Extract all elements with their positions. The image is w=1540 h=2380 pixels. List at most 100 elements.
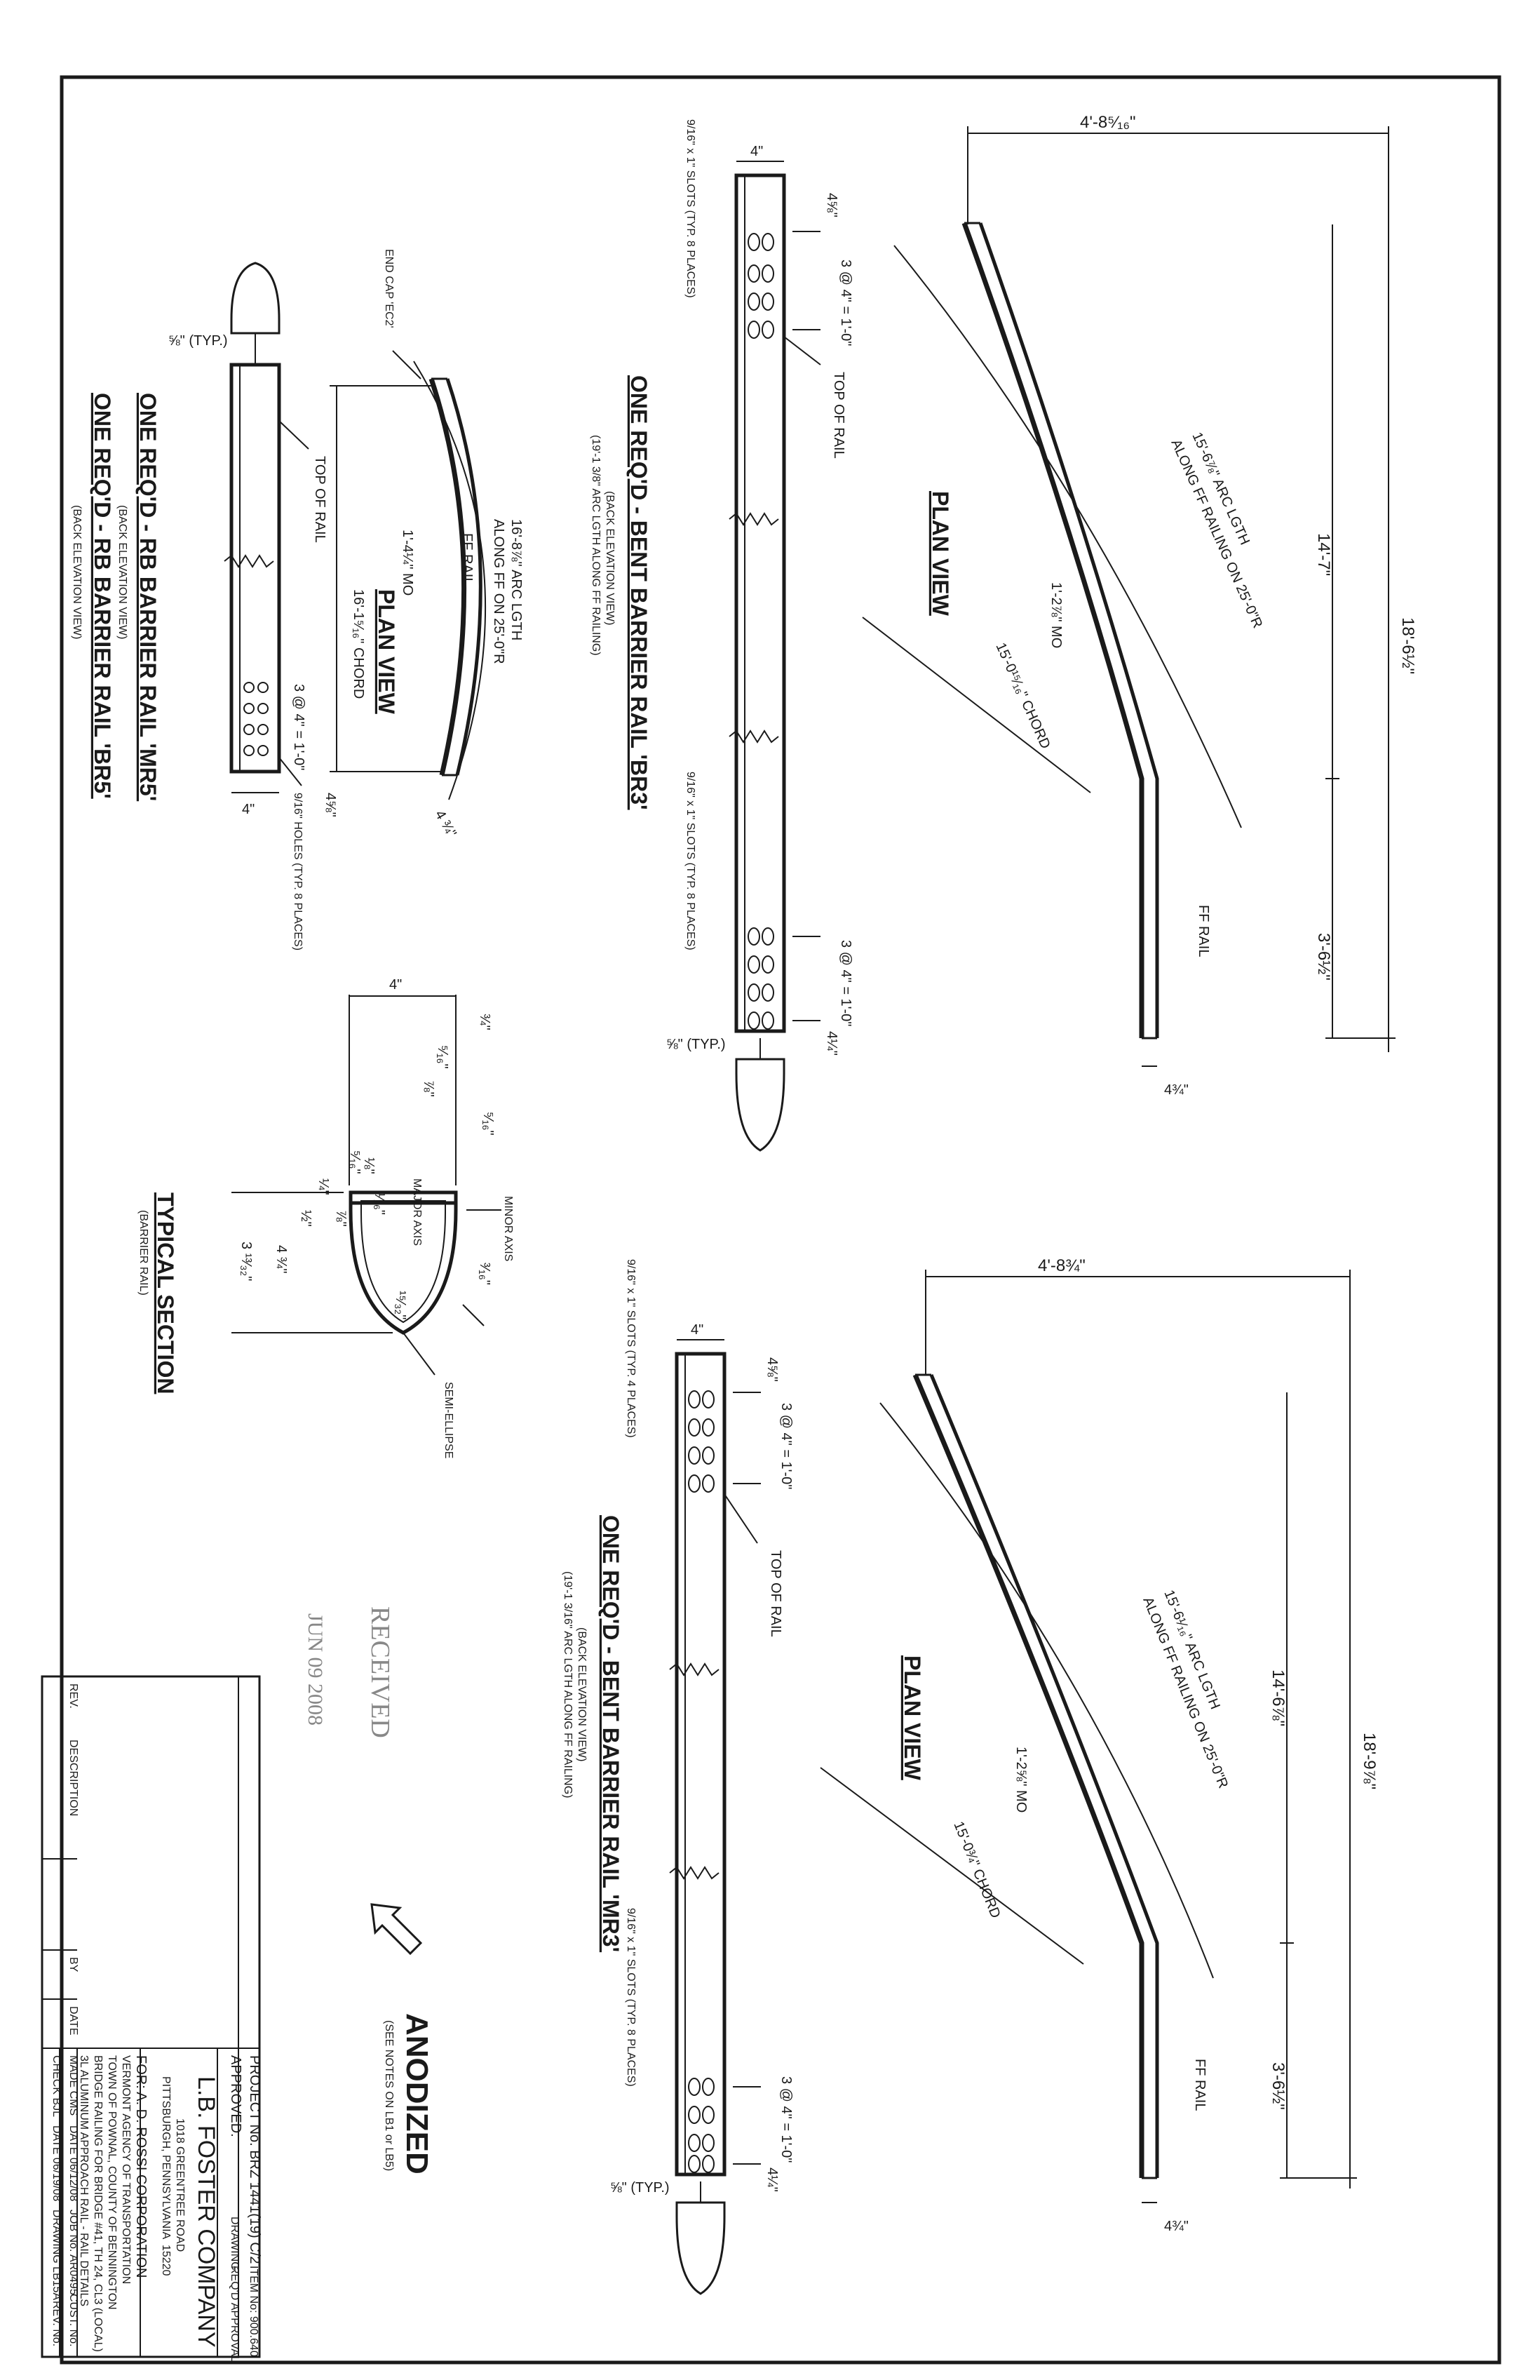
- mr3-width-dim: 4'-8¾": [1038, 1256, 1086, 1275]
- section-d9: ½": [298, 1210, 313, 1227]
- mr3-elev-edge1: 4⅝": [764, 1357, 780, 1382]
- br3-top-of-rail: TOP OF RAIL: [831, 372, 846, 459]
- section-d10: ⅞": [333, 1210, 349, 1227]
- section-sub: (BARRIER RAIL): [137, 1210, 149, 1296]
- tb-desc: DESCRIPTION: [67, 1740, 79, 1816]
- br3-elev-edge2: 4¼": [824, 1031, 839, 1056]
- rb-sub-1: (BACK ELEVATION VIEW): [116, 505, 128, 639]
- mr3-elev-spacing2: 3 @ 4" = 1'-0": [778, 2076, 794, 2163]
- rb-width: 4": [242, 802, 255, 817]
- mr3-elev-sub1: (BACK ELEVATION VIEW): [576, 1627, 588, 1761]
- section-major-axis: MAJOR AXIS: [411, 1178, 423, 1246]
- rb-spacing: 3 @ 4" = 1'-0": [291, 684, 306, 770]
- section-d1: ¾": [477, 1014, 492, 1030]
- rb-mo-label: 1'-4¼" MO: [400, 530, 415, 596]
- mr3-elev-spacing1: 3 @ 4" = 1'-0": [778, 1403, 794, 1489]
- rb-end-cap-label: END CAP 'EC2': [383, 249, 395, 328]
- anodized-note: ANODIZED (SEE NOTES ON LB1 or LB5): [370, 1903, 434, 2174]
- section-d5: ¼": [316, 1178, 331, 1195]
- rb-top-of-rail: TOP OF RAIL: [312, 456, 327, 543]
- mr3-straight-dim: 14'-6⅞": [1269, 1669, 1288, 1726]
- section-d12: ¹⁵⁄₃₂": [393, 1291, 408, 1319]
- section-height: 4 ¾": [273, 1245, 289, 1273]
- br3-ff-rail-label: FF RAIL: [1196, 905, 1211, 957]
- br3-elev-sub1: (BACK ELEVATION VIEW): [604, 491, 616, 625]
- mr3-elevation-view: 4" 4⅝" 3 @ 4" = 1'-0" 3 @ 4" = 1'-0" 4¼"…: [562, 1259, 794, 2295]
- section-d7: ⁵⁄₁₆": [347, 1150, 363, 1174]
- section-semi-ellipse: SEMI-ELLIPSE: [443, 1382, 454, 1458]
- tb-made: MADE CMS: [67, 2055, 79, 2116]
- br3-plan-title: PLAN VIEW: [928, 491, 953, 617]
- rb-chord-label: 16'-1⁵⁄₁₆" CHORD: [351, 589, 366, 699]
- rb-arc-label: 16'-8⅞" ARC LGTH: [508, 519, 524, 640]
- section-axis-height: 3 ¹³⁄₃₂": [238, 1242, 254, 1281]
- br3-overall-dim: 18'-6½": [1398, 617, 1417, 674]
- section-d3: ⅞": [421, 1080, 436, 1097]
- tb-company: L.B. FOSTER COMPANY: [193, 2076, 219, 2348]
- br3-elev-width: 4": [750, 144, 763, 159]
- mr3-typ: ⅝" (TYP.): [610, 2180, 670, 2196]
- sheet-border: [60, 75, 1501, 2365]
- anodized-label: ANODIZED: [400, 2013, 434, 2174]
- tb-check-date: DATE 06/19/08: [50, 2125, 62, 2201]
- tb-check: CHECK BJL: [50, 2055, 62, 2117]
- tb-item: ITEM No: 900.640: [248, 2266, 259, 2357]
- br3-elev-edge1: 4⅝": [824, 193, 839, 217]
- tb-address1: 1018 GREENTREE ROAD: [174, 2118, 186, 2252]
- title-block: PROJECT No. BRZ 1441(19) C/2 ITEM No: 90…: [41, 1675, 262, 2362]
- rb-plan-view: 16'-8⅞" ARC LGTH ALONG FF ON 25'-0"R 1'-…: [330, 249, 524, 840]
- br3-offset-dim: 4¾": [1164, 1082, 1189, 1098]
- mr3-mo-label: 1'-2⅝" MO: [1013, 1747, 1029, 1813]
- tb-line3: BRIDGE RAILING FOR BRIDGE #41, TH 24, CL…: [92, 2055, 104, 2352]
- mr3-elev-sub2: (19'-1 3/16" ARC LGTH ALONG FF RAILING): [562, 1571, 574, 1799]
- anodized-note-text: (SEE NOTES ON LB1 or LB5): [383, 2020, 395, 2171]
- tb-rev: REV.: [67, 1683, 79, 1709]
- mr3-plan-title: PLAN VIEW: [900, 1655, 925, 1781]
- section-d6: ⅛": [361, 1157, 377, 1174]
- br3-mo-label: 1'-2⅞" MO: [1048, 582, 1064, 648]
- br3-straight-dim: 14'-7": [1314, 533, 1333, 576]
- rb-holes: 9/16" HOLES (TYP. 8 PLACES): [292, 793, 304, 950]
- tb-for: FOR: A. D. ROSSI CORPORATION: [133, 2055, 149, 2278]
- rb-elevation-view: ⅝" (TYP.) TOP OF RAIL 3 @ 4" = 1'-0" 9/1…: [71, 262, 338, 950]
- section-d4: ⁵⁄₁₆": [480, 1112, 496, 1136]
- tb-date: DATE: [67, 2006, 79, 2035]
- tb-line4: 3L ALUMINUM APPROACH RAIL - RAIL DETAILS: [78, 2055, 90, 2306]
- rb-title-1: ONE REQ'D - RB BARRIER RAIL 'MR5': [135, 393, 161, 801]
- mr3-slots-top: 9/16" x 1" SLOTS (TYP. 4 PLACES): [625, 1259, 637, 1438]
- stamp-received: RECEIVED: [365, 1606, 395, 1738]
- tb-drawing: DRAWING: [229, 2217, 241, 2271]
- mr3-offset-dim: 4¾": [1164, 2219, 1189, 2234]
- br3-width-dim: 4'-8⁵⁄₁₆": [1080, 113, 1136, 132]
- section-minor-axis: MINOR AXIS: [502, 1196, 514, 1261]
- tb-cust: CUST. No.: [67, 2294, 79, 2347]
- tb-line1: VERMONT AGENCY OF TRANSPORTATION: [120, 2055, 132, 2284]
- section-d2: ⁵⁄₁₆": [435, 1045, 450, 1069]
- mr3-elev-edge2: 4¼": [764, 2167, 780, 2192]
- received-stamp: RECEIVED JUN 09 2008: [304, 1606, 395, 1738]
- section-title: TYPICAL SECTION: [153, 1192, 178, 1394]
- tb-rev-no: REV. No.: [50, 2301, 62, 2346]
- tb-approved: APPROVED:: [228, 2055, 243, 2137]
- mr3-elev-width: 4": [691, 1322, 703, 1338]
- mr3-ff-rail-label: FF RAIL: [1192, 2059, 1208, 2111]
- rb-edge: 4⅝": [323, 793, 338, 817]
- tb-dwg-no: DRAWING LB15A: [50, 2210, 62, 2301]
- br3-elev-title: ONE REQ'D - BENT BARRIER RAIL 'BR3': [626, 375, 651, 810]
- tb-address2: PITTSBURGH, PENNSYLVANIA: [160, 2076, 172, 2240]
- br3-elev-spacing2: 3 @ 4" = 1'-0": [838, 940, 853, 1026]
- tb-zip: 15220: [160, 2245, 172, 2276]
- rb-sub-2: (BACK ELEVATION VIEW): [71, 505, 83, 639]
- rb-ff-rail-label: FF RAIL: [459, 533, 475, 585]
- mr3-top-of-rail: TOP OF RAIL: [768, 1550, 783, 1637]
- mr3-overall-dim: 18'-9⅞": [1360, 1733, 1379, 1789]
- br3-elev-spacing1: 3 @ 4" = 1'-0": [838, 260, 853, 346]
- mr3-slots-bottom: 9/16" x 1" SLOTS (TYP. 8 PLACES): [625, 1908, 637, 2087]
- typical-section: 4" ¾" ⁵⁄₁₆" ⅞" ⁵⁄₁₆" ¼" ⅛" ⁵⁄₁₆" ¹⁄₁₆" ½…: [137, 977, 514, 1458]
- section-d11: ³⁄₁₆": [477, 1263, 492, 1285]
- br3-end-dim: 3'-6½": [1314, 933, 1333, 981]
- stamp-date: JUN 09 2008: [304, 1613, 327, 1726]
- rb-typ: ⅝" (TYP.): [168, 333, 228, 349]
